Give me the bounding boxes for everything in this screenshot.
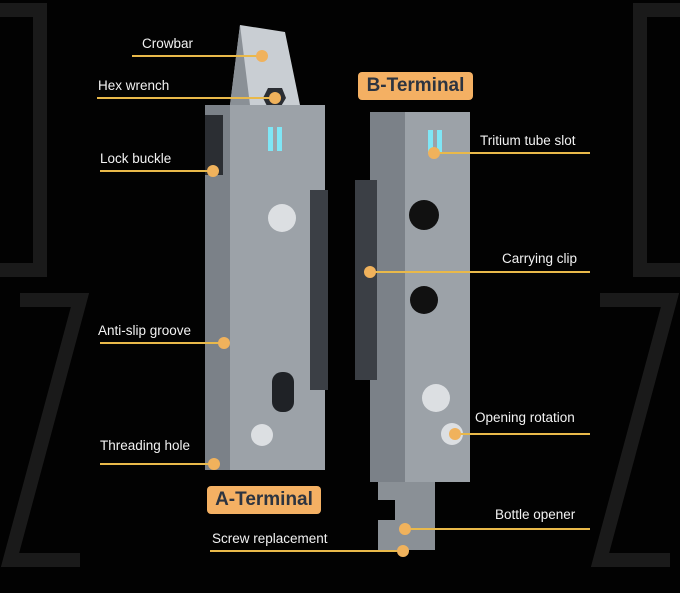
background-glyphs [0,3,680,567]
screw-replacement-marker [397,545,409,557]
carrying-clip-marker [364,266,376,278]
label-carrying-clip: Carrying clip [502,251,578,266]
anti-slip-groove-marker [218,337,230,349]
label-hex-wrench: Hex wrench [98,78,170,93]
bottle-opener-marker [399,523,411,535]
label-bottle-opener: Bottle opener [495,507,576,522]
lock-buckle-marker [207,165,219,177]
opening-rotation-marker [449,428,461,440]
hex-wrench-marker [269,92,281,104]
b-terminal-tool [355,112,470,550]
label-anti-slip-groove: Anti-slip groove [98,323,192,338]
label-screw-replacement: Screw replacement [212,531,328,546]
b-terminal-badge: B-Terminal [358,72,473,100]
label-lock-buckle: Lock buckle [100,151,172,166]
label-threading-hole: Threading hole [100,438,191,453]
label-tritium-tube-slot: Tritium tube slot [480,133,576,148]
crowbar-marker [256,50,268,62]
a-terminal-tool [205,25,328,470]
label-opening-rotation: Opening rotation [475,410,575,425]
a-terminal-badge: A-Terminal [207,486,321,514]
tritium-tube-slot-marker [428,147,440,159]
label-crowbar: Crowbar [142,36,194,51]
threading-hole-marker [208,458,220,470]
